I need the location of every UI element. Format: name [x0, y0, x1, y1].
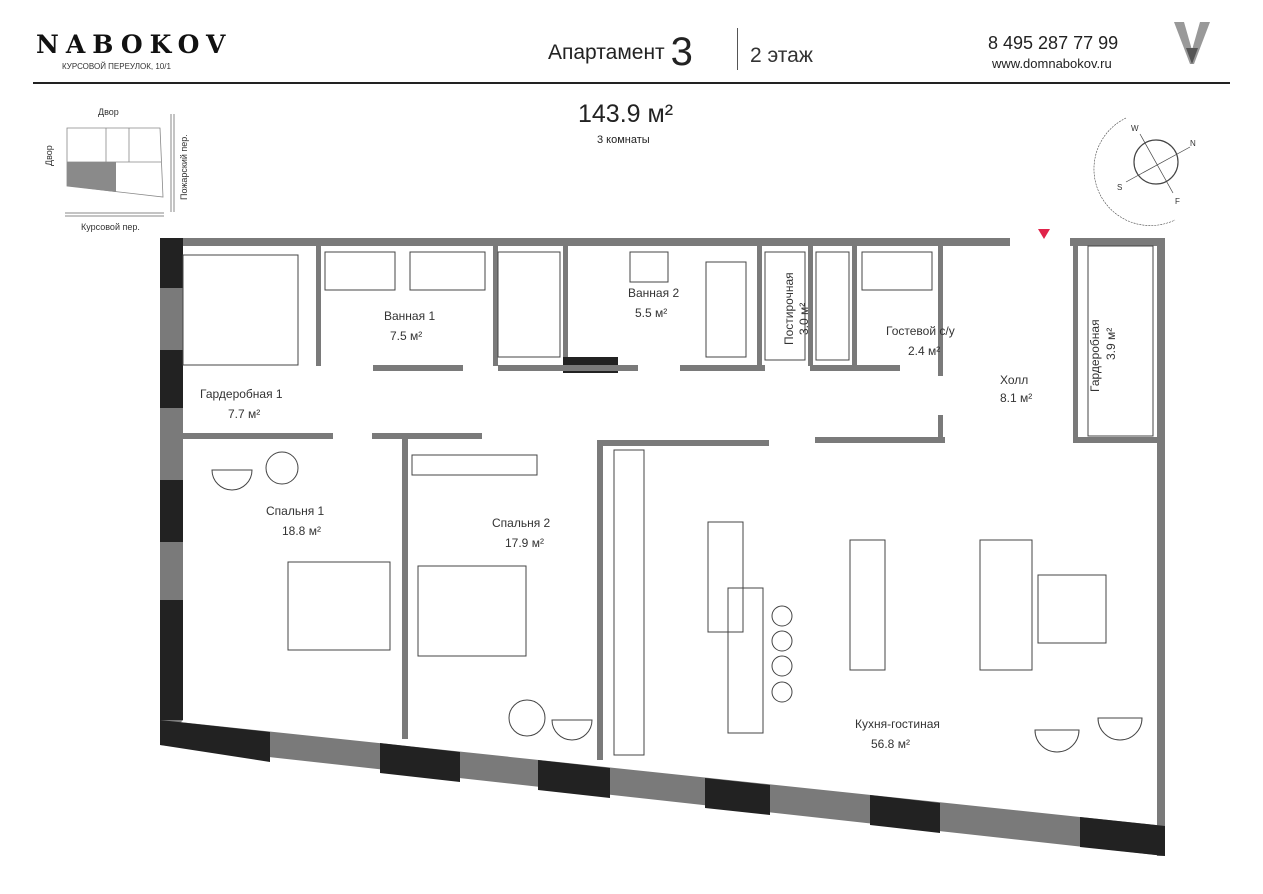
inner-walls — [183, 246, 1163, 760]
floor-label: 2 этаж — [750, 44, 813, 67]
map-label-bottom: Курсовой пер. — [81, 222, 140, 232]
compass-e: F — [1175, 197, 1180, 206]
room-area: 8.1 м² — [1000, 391, 1032, 405]
wardrobe-shelving — [182, 254, 299, 366]
location-map: Двор Двор Пожарский пер. Курсовой пер. — [44, 107, 189, 232]
room-name: Спальня 2 — [492, 516, 551, 530]
room-name: Спальня 1 — [266, 504, 325, 518]
kitchen-island — [727, 587, 764, 734]
bed-1 — [287, 561, 391, 651]
room-area: 18.8 м² — [282, 524, 321, 538]
compass-icon: W N S F — [1093, 117, 1196, 226]
outer-walls — [160, 238, 1165, 856]
unit-highlight — [67, 162, 116, 192]
room-count: 3 комнаты — [597, 134, 650, 146]
room-area: 17.9 м² — [505, 536, 544, 550]
apartment-number: 3 — [670, 30, 693, 74]
bed-2 — [417, 565, 527, 657]
website-link[interactable]: www.domnabokov.ru — [992, 56, 1112, 71]
room-name: Постирочная — [782, 272, 796, 345]
vesper-v-icon — [1174, 22, 1210, 64]
apartment-label: Апартамент — [548, 41, 665, 64]
compass-n: N — [1190, 139, 1196, 148]
room-name: Ванная 1 — [384, 309, 435, 323]
dining-table — [849, 539, 886, 671]
room-name: Кухня-гостиная — [855, 717, 940, 731]
total-area: 143.9 м² — [578, 100, 674, 128]
phone[interactable]: 8 495 287 77 99 — [988, 33, 1119, 53]
nabokov-logo: NABOKOV — [36, 30, 233, 59]
map-label-right: Пожарский пер. — [179, 134, 189, 200]
room-area: 3.0 м² — [797, 303, 811, 335]
room-name: Гардеробная 1 — [200, 387, 283, 401]
vesper-logo — [1170, 20, 1214, 70]
map-label-left: Двор — [44, 145, 54, 166]
room-area: 7.5 м² — [390, 329, 422, 343]
header-divider — [33, 82, 1230, 84]
room-name: Гостевой с/у — [886, 324, 955, 338]
coffee-table — [1037, 574, 1107, 644]
room-area: 3.9 м² — [1104, 328, 1118, 360]
compass-s: S — [1117, 183, 1122, 192]
sofa — [979, 539, 1033, 671]
map-label-top: Двор — [98, 107, 119, 117]
room-labels: Ванная 1 7.5 м² Ванная 2 5.5 м² Постироч… — [200, 272, 1118, 751]
compass-w: W — [1131, 124, 1139, 133]
furniture — [182, 245, 1154, 756]
room-area: 2.4 м² — [908, 344, 940, 358]
room-area: 5.5 м² — [635, 306, 667, 320]
room-name: Ванная 2 — [628, 286, 679, 300]
room-area: 7.7 м² — [228, 407, 260, 421]
kitchen-counter — [613, 449, 645, 756]
room-name: Холл — [1000, 373, 1028, 387]
entrance-marker-icon — [1038, 229, 1050, 239]
windows — [160, 238, 1165, 856]
room-area: 56.8 м² — [871, 737, 910, 751]
address: КУРСОВОЙ ПЕРЕУЛОК, 10/1 — [62, 62, 171, 71]
room-name: Гардеробная — [1088, 319, 1102, 392]
title-separator — [737, 28, 738, 70]
